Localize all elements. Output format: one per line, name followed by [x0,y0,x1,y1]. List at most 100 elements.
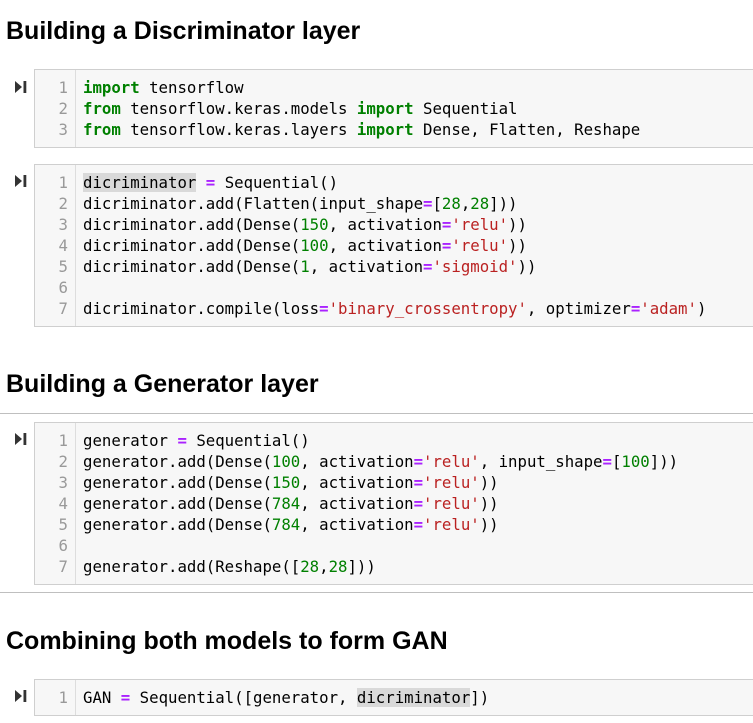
string-token: 'relu' [423,452,480,471]
code-text: dicriminator.add(Dense(1, activation='si… [83,256,536,277]
highlighted-token: dicriminator [356,688,471,707]
line-number: 3 [58,215,68,234]
code-token: dicriminator.add(Dense( [83,215,301,234]
line-number: 4 [58,236,68,255]
line-number: 5 [58,515,68,534]
code-token: dicriminator.compile(loss [83,299,320,318]
code-token: ])) [649,452,679,471]
line-number: 2 [58,452,68,471]
code-line: 2 from tensorflow.keras.models import Seq… [35,98,753,119]
code-text: generator.add(Dense(100, activation='rel… [83,451,678,472]
code-line: 6 [35,277,753,298]
code-line: 7 generator.add(Reshape([28,28])) [35,556,753,577]
code-line: 3 generator.add(Dense(150, activation='re… [35,472,753,493]
code-token: )) [508,236,527,255]
code-token: generator.add(Dense( [83,473,272,492]
code-token: , activation [300,452,414,471]
operator-token: = [413,452,424,471]
code-token: generator.add(Dense( [83,494,272,513]
string-token: 'relu' [423,473,480,492]
line-number-gutter [35,423,76,584]
code-line: 5 dicriminator.add(Dense(1, activation='s… [35,256,753,277]
code-token: )) [508,215,527,234]
section-divider [0,592,753,593]
run-cell-icon[interactable] [14,432,28,446]
operator-token: = [413,473,424,492]
keyword-token: import [356,120,414,139]
operator-token: = [441,236,452,255]
line-number: 7 [58,299,68,318]
code-line: 7 dicriminator.compile(loss='binary_cross… [35,298,753,319]
highlighted-token: dicriminator [83,173,197,192]
line-number: 1 [58,78,68,97]
code-token: , [460,194,471,213]
code-token: , [319,557,329,576]
heading-gan: Combining both models to form GAN [6,627,448,655]
code-token: tensorflow.keras.models [120,99,357,118]
line-number: 5 [58,257,68,276]
code-token: dicriminator.add(Dense( [83,236,301,255]
keyword-token: import [83,78,140,97]
code-token: , activation [328,215,442,234]
code-token: generator.add(Reshape([ [83,557,301,576]
code-text: GAN = Sequential([generator, dicriminato… [83,687,489,708]
code-token [196,173,205,192]
number-token: 28 [328,557,348,576]
keyword-token: from [83,99,121,118]
keyword-token: from [83,120,121,139]
code-text: generator.add(Reshape([28,28])) [83,556,376,577]
code-text: dicriminator.add(Dense(150, activation='… [83,214,527,235]
code-token: Sequential() [186,431,310,450]
keyword-token: import [356,99,414,118]
code-text: generator = Sequential() [83,430,310,451]
operator-token: = [413,515,424,534]
code-token: , optimizer [526,299,631,318]
number-token: 150 [300,215,329,234]
run-cell-icon[interactable] [14,80,28,94]
run-cell-icon[interactable] [14,689,28,703]
number-token: 100 [621,452,650,471]
code-line: 3 dicriminator.add(Dense(150, activation=… [35,214,753,235]
line-number: 4 [58,494,68,513]
code-line: 4 generator.add(Dense(784, activation='re… [35,493,753,514]
line-number-gutter [35,165,76,326]
operator-token: = [602,452,612,471]
code-token: [ [611,452,622,471]
line-number: 2 [58,194,68,213]
code-token: ) [696,299,707,318]
line-number: 3 [58,120,68,139]
line-number-gutter [35,680,76,715]
line-number: 7 [58,557,68,576]
run-cell-icon[interactable] [14,174,28,188]
string-token: 'binary_crossentropy' [328,299,527,318]
number-token: 150 [271,473,301,492]
line-number: 3 [58,473,68,492]
operator-token: = [319,299,329,318]
line-number: 2 [58,99,68,118]
code-text: generator.add(Dense(784, activation='rel… [83,493,499,514]
string-token: 'relu' [423,494,480,513]
heading-discriminator: Building a Discriminator layer [6,17,361,45]
code-token: Sequential [413,99,518,118]
string-token: 'relu' [451,215,509,234]
code-token: tensorflow.keras.layers [120,120,357,139]
line-number: 6 [58,278,68,297]
number-token: 28 [441,194,461,213]
code-token: ]) [470,688,490,707]
number-token: 28 [470,194,490,213]
code-token: , activation [300,515,414,534]
operator-token: = [177,431,187,450]
operator-token: = [441,215,452,234]
number-token: 100 [300,236,329,255]
code-text: generator.add(Dense(150, activation='rel… [83,472,499,493]
code-token: ])) [489,194,518,213]
number-token: 28 [300,557,320,576]
